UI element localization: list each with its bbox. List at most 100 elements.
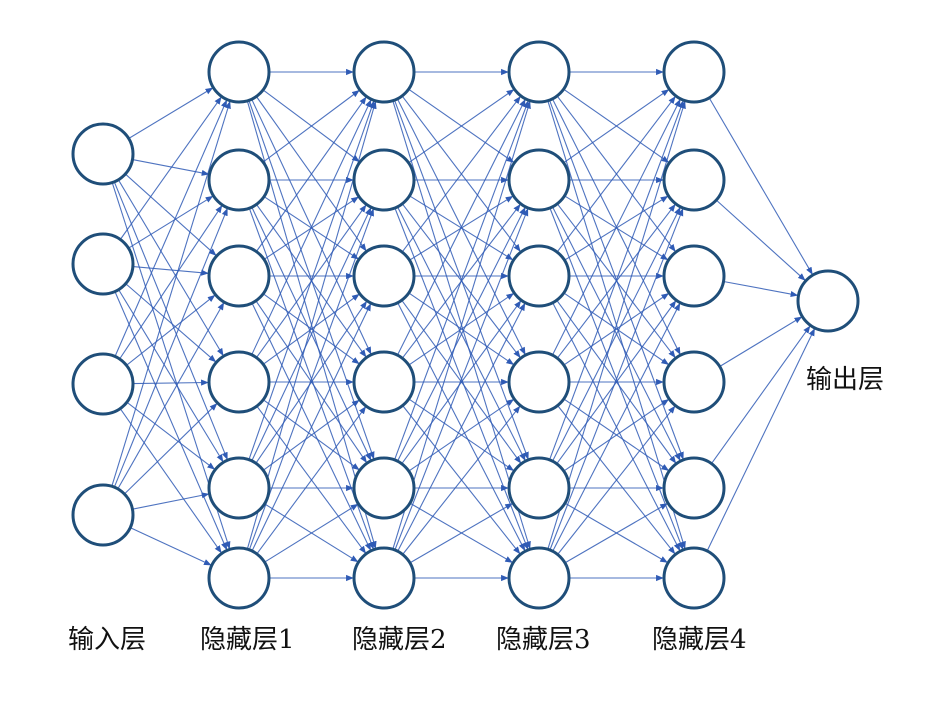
edge-l0-n2-to-l1-n3 xyxy=(132,379,209,386)
node-layer2-3 xyxy=(352,350,416,414)
edge-l0-n2-to-l1-n2 xyxy=(126,294,216,366)
node-layer2-4 xyxy=(352,456,416,520)
edge-l0-n0-to-l1-n2 xyxy=(124,173,217,256)
edge-l3-n4-to-l4-n2 xyxy=(556,300,677,465)
edge-l0-n3-to-l1-n0 xyxy=(111,100,231,487)
node-layer0-2 xyxy=(71,352,135,416)
edge-l3-n4-to-l4-n0 xyxy=(548,100,684,461)
node-layer4-3 xyxy=(662,350,726,414)
edge-l0-n0-to-l1-n0 xyxy=(128,87,214,139)
edge-l3-n3-to-l4-n0 xyxy=(551,99,681,356)
hidden-layer-2-label: 隐藏层2 xyxy=(352,625,447,655)
edge-l1-n4-to-l2-n1 xyxy=(251,207,372,462)
edge-l2-n5-to-l3-n0 xyxy=(392,100,531,550)
edge-l0-n2-to-l1-n0 xyxy=(114,99,228,357)
node-layer3-1 xyxy=(507,148,571,212)
node-layer1-1 xyxy=(207,148,271,212)
edge-l2-n4-to-l3-n0 xyxy=(393,100,529,461)
node-layer0-0 xyxy=(71,122,135,186)
node-layer2-0 xyxy=(352,40,416,104)
edge-l4-n0-to-l5-n0 xyxy=(708,97,813,275)
node-layer3-5 xyxy=(507,546,571,610)
edge-l1-n4-to-l2-n0 xyxy=(248,100,375,460)
node-layer0-1 xyxy=(71,232,135,296)
edge-l2-n5-to-l3-n1 xyxy=(394,208,529,551)
node-layer3-3 xyxy=(507,350,571,414)
edge-l3-n4-to-l4-n3 xyxy=(563,399,670,472)
edge-l0-n3-to-l1-n3 xyxy=(124,403,218,495)
edge-l0-n1-to-l1-n5 xyxy=(114,291,228,551)
edge-l1-n1-to-l2-n0 xyxy=(262,90,360,163)
node-layer4-1 xyxy=(662,148,726,212)
hidden-layer-1-label: 隐藏层1 xyxy=(200,625,295,655)
node-layer1-2 xyxy=(207,244,271,308)
edge-l1-n5-to-l2-n3 xyxy=(256,406,367,555)
edge-l3-n4-to-l4-n1 xyxy=(552,207,681,462)
edge-l1-n4-to-l2-n3 xyxy=(262,399,360,471)
node-layer4-5 xyxy=(662,546,726,610)
edge-l3-n5-to-l4-n1 xyxy=(549,208,684,551)
edge-l3-n2-to-l4-n0 xyxy=(556,96,676,253)
edge-l2-n2-to-l3-n0 xyxy=(401,96,521,253)
edge-l3-n5-to-l4-n4 xyxy=(564,503,668,564)
edge-l0-n3-to-l1-n2 xyxy=(117,302,225,490)
node-layer3-4 xyxy=(507,456,571,520)
edge-l2-n5-to-l3-n4 xyxy=(409,503,513,564)
node-layer2-1 xyxy=(352,148,416,212)
edge-l3-n1-to-l4-n0 xyxy=(563,89,670,164)
node-layer1-0 xyxy=(207,40,271,104)
edge-l2-n5-to-l3-n2 xyxy=(397,302,526,552)
edge-l0-n1-to-l1-n0 xyxy=(119,96,222,240)
neuron-nodes xyxy=(71,40,860,610)
edge-l1-n4-to-l2-n2 xyxy=(255,300,367,464)
edge-l1-n3-to-l2-n0 xyxy=(251,99,372,356)
node-layer5-0 xyxy=(796,269,860,333)
edge-l0-n2-to-l1-n1 xyxy=(119,205,223,360)
node-layer4-2 xyxy=(662,244,726,308)
edge-l0-n3-to-l1-n1 xyxy=(113,207,228,488)
edge-l0-n1-to-l1-n2 xyxy=(132,266,209,276)
edge-l0-n2-to-l1-n5 xyxy=(119,408,222,554)
node-layer3-0 xyxy=(507,40,571,104)
edge-l3-n5-to-l4-n3 xyxy=(557,405,676,555)
edge-l4-n4-to-l5-n0 xyxy=(711,325,811,464)
edge-l3-n5-to-l4-n0 xyxy=(547,100,686,550)
node-layer1-5 xyxy=(207,546,271,610)
edge-l2-n3-to-l3-n0 xyxy=(396,99,526,356)
edge-l1-n5-to-l2-n4 xyxy=(264,503,359,563)
node-layer2-2 xyxy=(352,244,416,308)
node-layer3-2 xyxy=(507,244,571,308)
edge-l1-n2-to-l2-n0 xyxy=(255,96,367,252)
connection-edges xyxy=(111,68,815,582)
edge-l4-n1-to-l5-n0 xyxy=(715,199,806,281)
edge-l0-n0-to-l1-n4 xyxy=(113,181,228,461)
edge-l3-n3-to-l4-n2 xyxy=(563,293,670,366)
edge-l4-n5-to-l5-n0 xyxy=(706,328,815,552)
node-layer4-4 xyxy=(662,456,726,520)
node-layer2-5 xyxy=(352,546,416,610)
edge-l2-n4-to-l3-n2 xyxy=(401,300,522,465)
output-layer-label: 输出层 xyxy=(806,365,885,395)
edge-l1-n5-to-l2-n2 xyxy=(251,303,372,552)
node-layer1-3 xyxy=(207,350,271,414)
edge-l1-n3-to-l2-n2 xyxy=(262,293,360,365)
node-layer4-0 xyxy=(662,40,726,104)
edge-l3-n5-to-l4-n2 xyxy=(552,302,681,552)
edge-l2-n4-to-l3-n3 xyxy=(408,399,515,472)
edge-l2-n3-to-l3-n2 xyxy=(408,293,515,366)
node-layer1-4 xyxy=(207,456,271,520)
edge-l0-n0-to-l1-n3 xyxy=(117,179,224,357)
edge-l0-n3-to-l1-n5 xyxy=(129,527,212,566)
input-layer-label: 输入层 xyxy=(68,625,147,655)
hidden-layer-3-label: 隐藏层3 xyxy=(496,625,591,655)
edge-l0-n1-to-l1-n4 xyxy=(118,289,224,463)
edge-l4-n3-to-l5-n0 xyxy=(719,316,803,367)
edge-l4-n2-to-l5-n0 xyxy=(723,280,799,298)
edge-l0-n3-to-l1-n4 xyxy=(132,492,210,510)
edge-l0-n2-to-l1-n4 xyxy=(126,401,216,470)
edge-l2-n1-to-l3-n0 xyxy=(408,89,515,164)
hidden-layer-4-label: 隐藏层4 xyxy=(652,625,747,655)
node-layer0-3 xyxy=(71,483,135,547)
edge-l2-n4-to-l3-n1 xyxy=(397,207,526,462)
